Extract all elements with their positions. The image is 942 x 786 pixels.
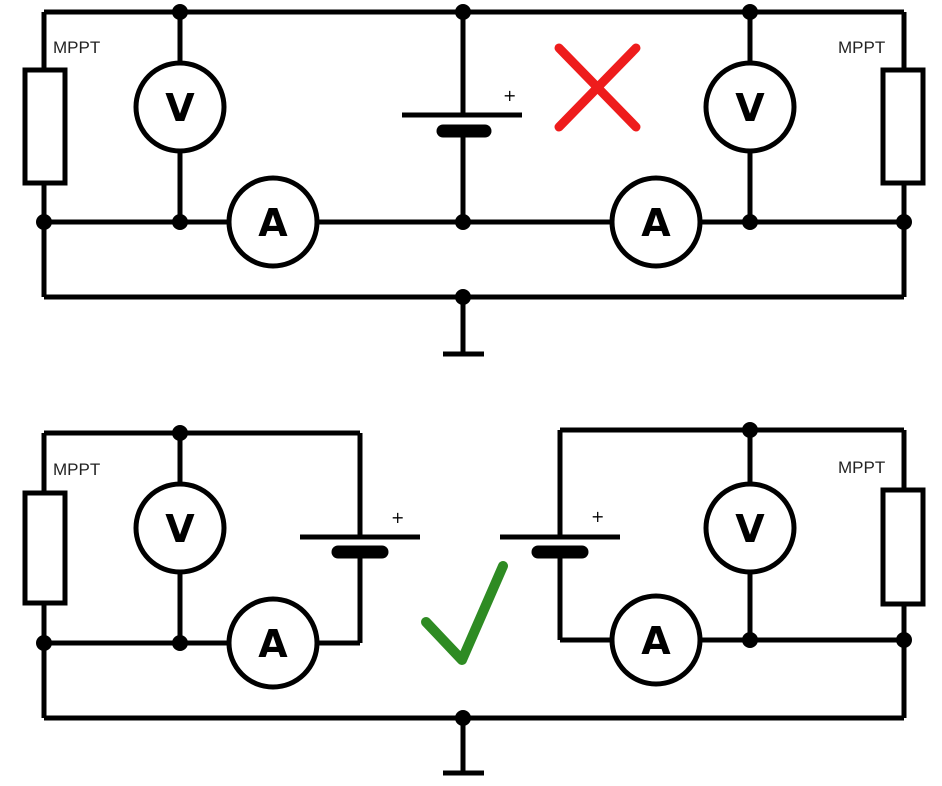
battery-top: + xyxy=(402,86,522,138)
mppt-resistor-right xyxy=(880,487,926,607)
ammeter-symbol: A xyxy=(258,201,288,245)
battery-right: + xyxy=(500,507,620,559)
voltmeter-symbol: V xyxy=(735,507,765,551)
voltmeter-symbol: V xyxy=(165,507,195,551)
mppt-resistor-left xyxy=(22,490,68,606)
ammeter-right: A xyxy=(609,175,703,269)
mppt-label-left: MPPT xyxy=(53,460,100,479)
battery-plus-label: + xyxy=(391,508,404,527)
battery-plus-label: + xyxy=(503,86,516,105)
mppt-label-left: MPPT xyxy=(53,38,100,57)
bottom-circuit: MPPT MPPT + + V V A A xyxy=(22,422,926,776)
mppt-label-right: MPPT xyxy=(838,458,885,477)
mppt-label-right: MPPT xyxy=(838,38,885,57)
top-junctions xyxy=(36,4,912,305)
battery-left: + xyxy=(300,508,420,559)
voltmeter-right: V xyxy=(703,60,797,154)
mppt-resistor-right xyxy=(880,67,926,186)
cross-icon xyxy=(554,43,641,132)
bottom-junctions xyxy=(36,422,912,726)
voltmeter-left: V xyxy=(133,60,227,154)
top-circuit: MPPT MPPT + V V A A xyxy=(22,4,926,357)
voltmeter-left: V xyxy=(133,481,227,575)
ammeter-symbol: A xyxy=(258,622,288,666)
ammeter-left: A xyxy=(226,175,320,269)
ammeter-symbol: A xyxy=(641,201,671,245)
ammeter-left: A xyxy=(226,596,320,690)
ammeter-right: A xyxy=(609,593,703,687)
mppt-resistor-left xyxy=(22,67,68,186)
voltmeter-symbol: V xyxy=(165,86,195,130)
checkmark-icon xyxy=(421,561,508,665)
bottom-wires xyxy=(41,427,907,776)
ammeter-symbol: A xyxy=(641,619,671,663)
voltmeter-right: V xyxy=(703,481,797,575)
battery-plus-label: + xyxy=(591,507,604,526)
voltmeter-symbol: V xyxy=(735,86,765,130)
